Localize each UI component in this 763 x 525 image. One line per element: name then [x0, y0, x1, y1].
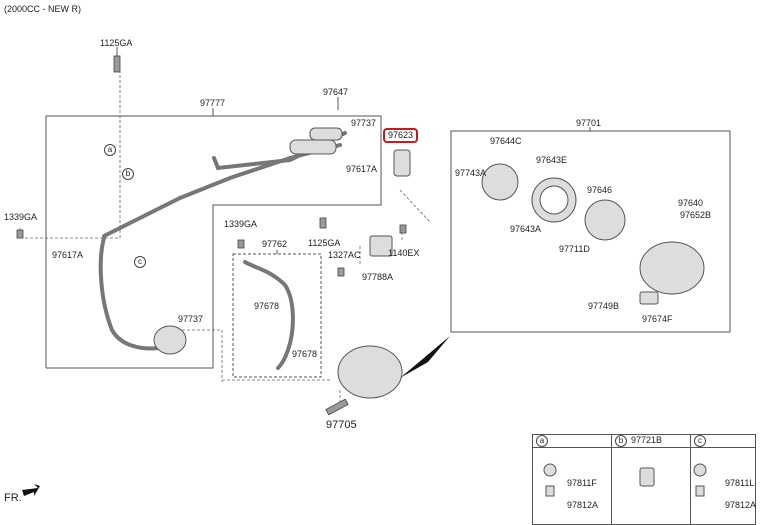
part-label-97737-top: 97737 — [351, 118, 377, 128]
part-label-1339GA-left: 1339GA — [4, 212, 38, 222]
part-label-97678-a: 97678 — [254, 301, 280, 311]
part-label-97743A: 97743A — [455, 168, 487, 178]
callout-b: b — [122, 168, 138, 180]
part-label-1140EX: 1140EX — [388, 248, 420, 258]
front-direction-label: FR. — [4, 492, 22, 504]
part-label-97777: 97777 — [200, 98, 226, 108]
part-label-97737-bottom: 97737 — [178, 314, 204, 324]
part-label-1327AC: 1327AC — [328, 250, 361, 260]
table-header-c: c — [690, 434, 756, 448]
part-label-97646: 97646 — [587, 185, 613, 195]
table-cell-c: 97811L 97812A — [690, 447, 756, 525]
callout-c: c — [134, 256, 150, 268]
part-label-97788A: 97788A — [362, 272, 394, 282]
part-label-97674F: 97674F — [642, 314, 673, 324]
part-label-97711D: 97711D — [559, 244, 590, 254]
diagram-header: (2000CC - NEW R) — [4, 4, 82, 14]
part-label-97617A-right: 97617A — [346, 164, 378, 174]
part-label-97643A: 97643A — [510, 224, 542, 234]
part-label-1125GA-top: 1125GA — [100, 38, 133, 48]
part-label-97705: 97705 — [326, 419, 357, 431]
table-cell-a: 97811F 97812A — [532, 447, 612, 525]
part-label-97652B: 97652B — [680, 210, 712, 220]
part-label-97749B: 97749B — [588, 301, 620, 311]
table-cell-b — [611, 447, 691, 525]
part-label-97617A-left: 97617A — [52, 250, 84, 260]
part-label-97701: 97701 — [576, 118, 602, 128]
part-label-97678-b: 97678 — [292, 349, 318, 359]
part-label-1125GA-mid: 1125GA — [308, 238, 341, 248]
callout-a: a — [104, 144, 120, 156]
highlighted-part-97623[interactable]: 97623 — [383, 128, 419, 143]
part-label-97640: 97640 — [678, 198, 704, 208]
table-header-a: a — [532, 434, 612, 448]
part-label-97644C: 97644C — [490, 136, 522, 146]
part-label-97647: 97647 — [323, 87, 349, 97]
part-label-97643E: 97643E — [536, 155, 568, 165]
part-label-97762: 97762 — [262, 239, 288, 249]
part-label-1339GA-mid: 1339GA — [224, 219, 258, 229]
